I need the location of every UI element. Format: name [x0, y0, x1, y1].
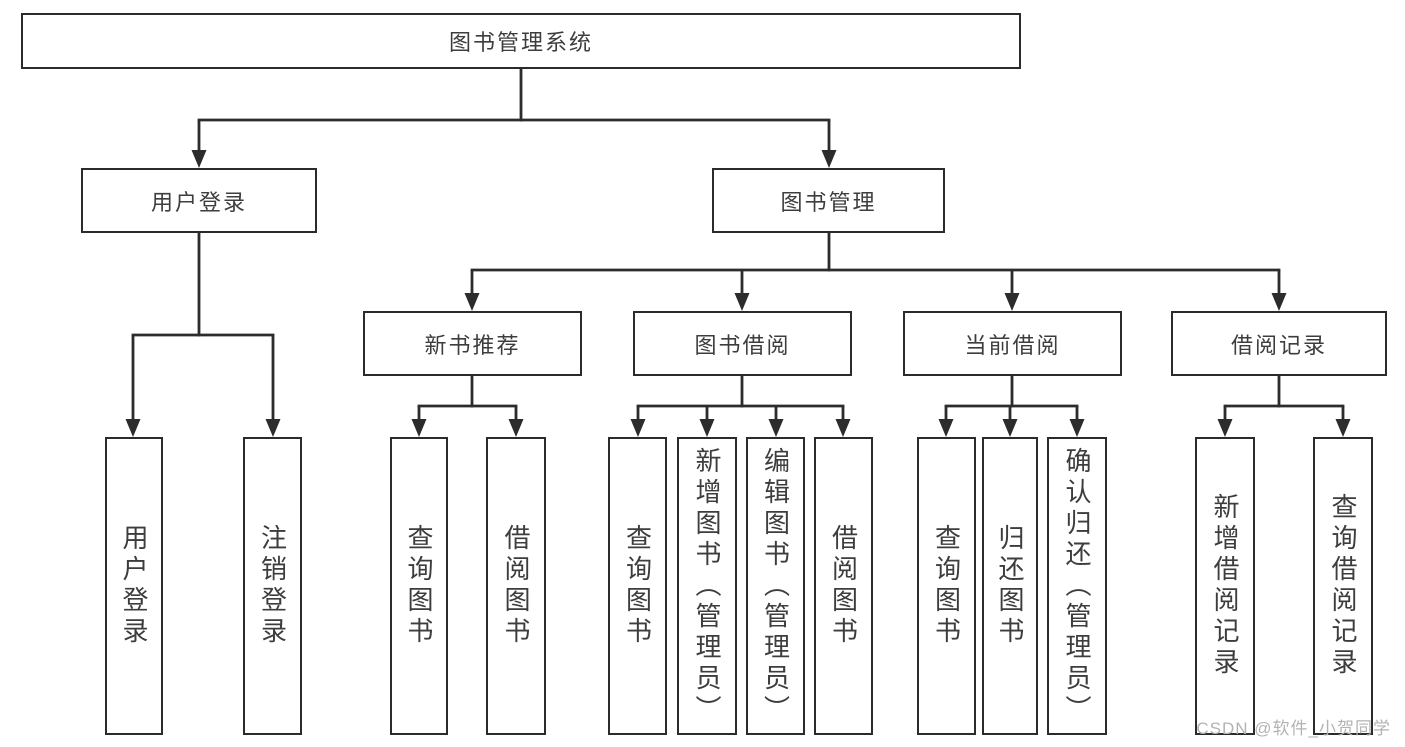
- connector-user-login: [125, 233, 281, 437]
- node-label: 查询借阅记录: [1328, 493, 1358, 679]
- node-label: 借阅图书: [501, 524, 531, 648]
- node-book-borrowing: 图书借阅: [633, 311, 852, 376]
- node-user-login: 用户登录: [81, 168, 317, 233]
- node-label: 用户登录: [150, 189, 247, 215]
- leaf-return-books: 归还图书: [982, 437, 1038, 735]
- node-label: 归还图书: [995, 524, 1025, 648]
- node-label: 新书推荐: [424, 332, 521, 358]
- node-label: 用户登录: [119, 524, 149, 648]
- node-label: 借阅记录: [1230, 332, 1327, 358]
- node-book-management: 图书管理: [712, 168, 945, 233]
- connector-root: [191, 69, 837, 168]
- node-borrowing-records: 借阅记录: [1171, 311, 1387, 376]
- node-label: 图书管理系统: [448, 30, 593, 55]
- leaf-borrow-books-recommend: 借阅图书: [486, 437, 546, 735]
- node-label: 当前借阅: [964, 332, 1061, 358]
- node-label: 图书借阅: [694, 332, 791, 358]
- node-label: 新增借阅记录: [1210, 493, 1240, 679]
- leaf-edit-books-admin: 编辑图书（管理员）: [746, 437, 805, 735]
- node-label: 确认归还（管理员）: [1062, 446, 1092, 726]
- leaf-query-books-recommend: 查询图书: [390, 437, 448, 735]
- leaf-add-borrow-record: 新增借阅记录: [1195, 437, 1255, 735]
- node-label: 借阅图书: [828, 524, 859, 648]
- csdn-watermark: CSDN @软件_小贺同学: [1196, 719, 1391, 738]
- node-label: 注销登录: [257, 524, 288, 648]
- leaf-query-books-current: 查询图书: [917, 437, 976, 735]
- node-label: 编辑图书（管理员）: [760, 446, 791, 726]
- leaf-user-login: 用户登录: [105, 437, 163, 735]
- node-label: 图书管理: [780, 189, 877, 215]
- node-label: 新增图书（管理员）: [692, 446, 722, 726]
- connector-current-borrowing: [938, 376, 1085, 437]
- leaf-confirm-return-admin: 确认归还（管理员）: [1047, 437, 1107, 735]
- leaf-add-books-admin: 新增图书（管理员）: [677, 437, 737, 735]
- connector-borrowing-records: [1217, 376, 1351, 437]
- node-label: 查询图书: [404, 524, 434, 648]
- connector-book-management: [464, 232, 1287, 311]
- leaf-query-books-borrowing: 查询图书: [608, 437, 667, 735]
- connector-book-borrowing: [630, 376, 851, 437]
- leaf-query-borrow-record: 查询借阅记录: [1313, 437, 1373, 735]
- node-library-management-system: 图书管理系统: [21, 13, 1021, 69]
- leaf-borrow-books-borrowing: 借阅图书: [814, 437, 873, 735]
- node-new-book-recommend: 新书推荐: [363, 311, 582, 376]
- connector-new-book-recommend: [411, 376, 524, 437]
- node-label: 查询图书: [931, 524, 962, 648]
- leaf-logout-login: 注销登录: [243, 437, 302, 735]
- node-label: 查询图书: [622, 524, 653, 648]
- node-current-borrowing: 当前借阅: [903, 311, 1122, 376]
